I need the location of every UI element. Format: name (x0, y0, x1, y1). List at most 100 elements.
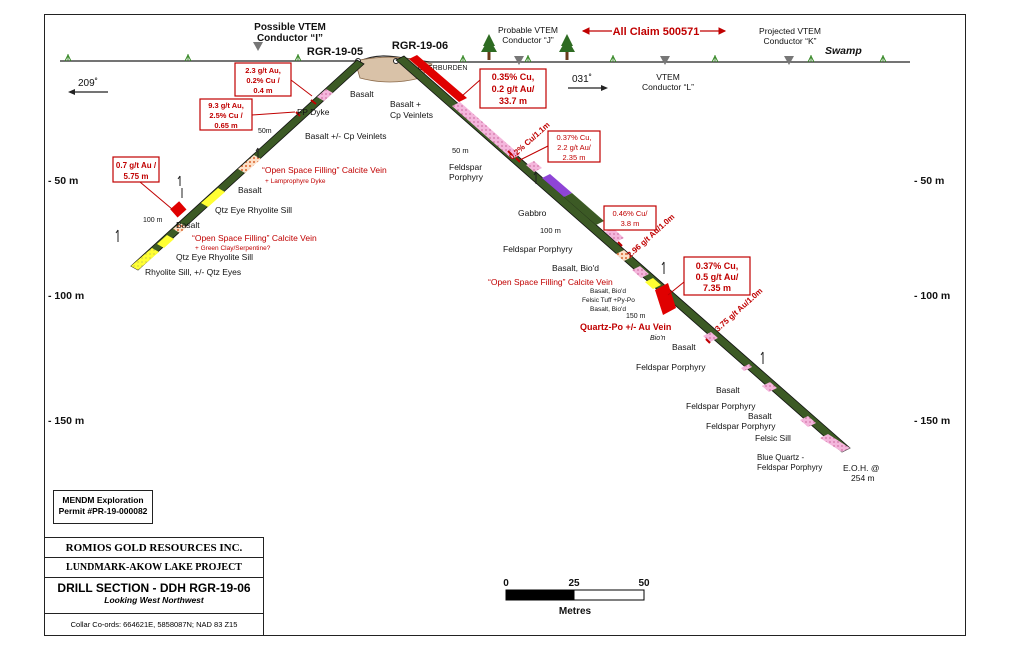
svg-text:254 m: 254 m (851, 473, 875, 483)
svg-text:Gabbro: Gabbro (518, 208, 547, 218)
svg-text:Basalt: Basalt (238, 185, 262, 195)
svg-text:9.3 g/t Au,: 9.3 g/t Au, (208, 101, 244, 110)
title-block: ROMIOS GOLD RESOURCES INC. LUNDMARK-AKOW… (44, 537, 264, 636)
svg-text:Feldspar Porphyry: Feldspar Porphyry (757, 463, 822, 472)
vtem-l-label-2: Conductor “L” (642, 82, 694, 92)
svg-text:+ Lamprophyre Dyke: + Lamprophyre Dyke (265, 178, 326, 185)
hole-a-calcite-vein-2 (173, 223, 187, 233)
svg-text:100 m: 100 m (143, 217, 163, 224)
svg-text:Felsic Tuff +Py-Po: Felsic Tuff +Py-Po (582, 297, 635, 304)
hole-b-blue-quartz (820, 434, 850, 452)
hole-a-qtz-eye-sill (201, 188, 225, 207)
scale-bar: 0 25 50 Metres (503, 578, 650, 617)
svg-text:0.2% Cu /: 0.2% Cu / (246, 76, 280, 85)
svg-text:0.7 g/t Au /: 0.7 g/t Au / (116, 161, 157, 170)
hole-b-feldspar-porphyry (452, 102, 520, 159)
hole-b-gabbro (542, 174, 572, 197)
depth-label-100-right: - 100 m (914, 290, 950, 302)
svg-text:0.37% Cu,: 0.37% Cu, (696, 261, 739, 271)
svg-text:Basalt: Basalt (350, 89, 374, 99)
hole-a-calcite-vein (238, 155, 261, 173)
hole-b-assay-box-1: 0.35% Cu, 0.2 g/t Au/ 33.7 m (461, 68, 547, 109)
svg-text:+ Green Clay/Serpentine?: + Green Clay/Serpentine? (195, 245, 271, 252)
vtem-conductor-markers (253, 42, 794, 65)
svg-text:150 m: 150 m (626, 313, 646, 320)
hole-rgr-19-06 (395, 55, 851, 453)
hole-a-assay-block (170, 201, 187, 218)
svg-text:100 m: 100 m (540, 226, 561, 235)
svg-text:Quartz-Po +/- Au Vein: Quartz-Po +/- Au Vein (580, 322, 671, 332)
tree-icons (481, 34, 575, 60)
depth-label-150-right: - 150 m (914, 415, 950, 427)
svg-text:“Open Space Filling” Calcite V: “Open Space Filling” Calcite Vein (192, 233, 317, 243)
svg-text:Felsic Sill: Felsic Sill (755, 433, 791, 443)
scale-bar-white (573, 589, 645, 601)
hole-a-fp-dyke (317, 89, 333, 101)
svg-text:0.4 m: 0.4 m (253, 86, 273, 95)
vtem-l-label-1: VTEM (656, 72, 680, 82)
svg-text:Feldspar Porphyry: Feldspar Porphyry (636, 362, 706, 372)
svg-text:2.5% Cu /: 2.5% Cu / (209, 111, 243, 120)
probable-vtem-label-2: Conductor “J” (502, 35, 554, 45)
hole-b-assay-box-4: 0.37% Cu, 0.5 g/t Au/ 7.35 m (667, 256, 751, 296)
svg-text:5.75 m: 5.75 m (124, 172, 149, 181)
swamp-label: Swamp (825, 45, 862, 57)
grass-tufts (64, 54, 887, 63)
hole-b-assay-box-3: 0.46% Cu/ 3.8 m (603, 205, 657, 231)
svg-text:Rhyolite Sill, +/- Qtz Eyes: Rhyolite Sill, +/- Qtz Eyes (145, 267, 241, 277)
structure-arrows (115, 147, 764, 364)
hole-a-geology-labels: Basalt FP Dyke Basalt +/- Cp Veinlets 50… (143, 89, 387, 277)
depth-label-50-right: - 50 m (914, 175, 944, 187)
svg-text:0.46% Cu/: 0.46% Cu/ (612, 209, 648, 218)
possible-vtem-label-1: Possible VTEM (254, 22, 326, 33)
collar-coords: Collar Co-ords: 664621E, 5858087N; NAD 8… (70, 620, 238, 629)
svg-text:FP Dyke: FP Dyke (297, 107, 330, 117)
svg-text:0.35% Cu,: 0.35% Cu, (492, 72, 535, 82)
hole-a-assay-box-1: 2.3 g/t Au, 0.2% Cu / 0.4 m (234, 62, 313, 97)
hole-b-calcite-vein (616, 250, 632, 261)
permit-box: MENDM Exploration Permit #PR-19-000082 (53, 490, 153, 524)
hole-rgr-19-06-label: RGR-19-06 (392, 40, 448, 52)
svg-text:Qtz Eye Rhyolite Sill: Qtz Eye Rhyolite Sill (215, 205, 292, 215)
svg-text:Basalt, Bio'd: Basalt, Bio'd (590, 306, 626, 313)
overburden-label: OVERBURDEN (418, 65, 467, 72)
svg-text:Basalt +: Basalt + (390, 99, 421, 109)
svg-text:Basalt: Basalt (716, 385, 740, 395)
hole-a-rhyolite-sill (131, 248, 159, 270)
section-view: Looking West Northwest (104, 595, 204, 605)
permit-line-1: MENDM Exploration (62, 495, 144, 505)
svg-text:2.3 g/t Au,: 2.3 g/t Au, (245, 66, 281, 75)
svg-text:Feldspar Porphyry: Feldspar Porphyry (706, 421, 776, 431)
hole-a-qtz-eye-sill-2 (157, 235, 174, 248)
svg-text:50m: 50m (258, 128, 272, 135)
svg-text:0.2 g/t Au/: 0.2 g/t Au/ (492, 84, 535, 94)
svg-text:Basalt, Bio'd: Basalt, Bio'd (552, 263, 599, 273)
company-name: ROMIOS GOLD RESOURCES INC. (45, 538, 263, 558)
map-frame (44, 14, 966, 636)
scale-tick-25: 25 (568, 578, 580, 589)
svg-text:E.O.H. @: E.O.H. @ (843, 463, 880, 473)
svg-text:Basalt, Bio'd: Basalt, Bio'd (590, 288, 626, 295)
scale-tick-0: 0 (503, 578, 509, 589)
svg-text:Feldspar Porphyry: Feldspar Porphyry (503, 244, 573, 254)
possible-vtem-label-2: Conductor “I” (257, 33, 323, 44)
svg-text:0.65 m: 0.65 m (214, 121, 238, 130)
probable-vtem-label-1: Probable VTEM (498, 25, 558, 35)
svg-text:2.2 g/t Au/: 2.2 g/t Au/ (557, 143, 592, 152)
svg-text:0.5 g/t Au/: 0.5 g/t Au/ (696, 272, 739, 282)
svg-text:Feldspar: Feldspar (449, 162, 482, 172)
direction-arrow-right (568, 85, 608, 91)
direction-arrow-left (68, 89, 108, 95)
svg-text:“Open Space Filling” Calcite V: “Open Space Filling” Calcite Vein (488, 277, 613, 287)
svg-text:Feldspar Porphyry: Feldspar Porphyry (686, 401, 756, 411)
depth-label-50-left: - 50 m (48, 175, 78, 187)
svg-text:Basalt: Basalt (176, 220, 200, 230)
section-title: DRILL SECTION - DDH RGR-19-06 (57, 581, 251, 595)
svg-text:Basalt: Basalt (672, 342, 696, 352)
svg-text:Basalt: Basalt (748, 411, 772, 421)
scale-unit: Metres (559, 606, 592, 617)
permit-line-2: Permit #PR-19-000082 (58, 506, 148, 516)
svg-text:Cp Veinlets: Cp Veinlets (390, 110, 433, 120)
svg-text:50 m: 50 m (452, 146, 469, 155)
hole-b-geology-labels: Basalt + Cp Veinlets 50 m Feldspar Porph… (390, 99, 880, 483)
